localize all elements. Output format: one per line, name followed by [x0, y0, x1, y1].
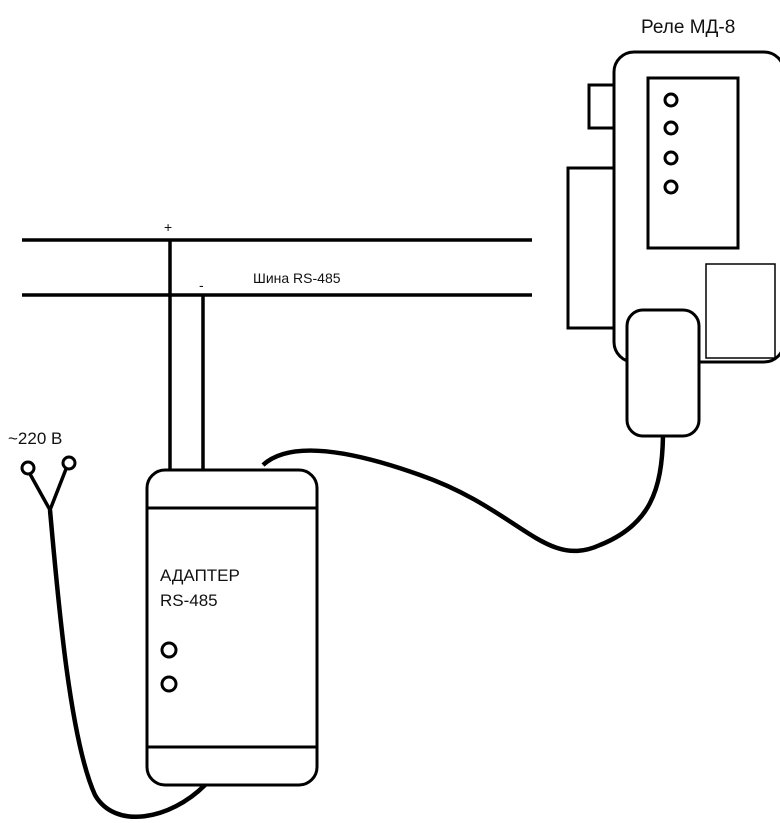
power-wire-left — [28, 473, 52, 511]
adapter-led-2 — [160, 675, 178, 693]
relay-led-1 — [663, 92, 679, 108]
relay-connector-plug — [625, 308, 701, 438]
plus-sign: + — [164, 219, 172, 235]
power-terminal-left — [20, 460, 36, 476]
power-terminal-right — [61, 455, 77, 471]
relay-window — [705, 263, 776, 359]
data-cable — [261, 435, 666, 554]
power-label: ~220 В — [8, 429, 62, 448]
adapter-subtitle: RS-485 — [160, 591, 218, 610]
relay-indicator-panel — [646, 76, 740, 250]
relay-title: Реле МД-8 — [641, 17, 735, 38]
bus-label: Шина RS-485 — [253, 270, 341, 286]
relay-side-block — [566, 166, 616, 330]
relay-led-2 — [663, 120, 679, 136]
relay-led-3 — [663, 150, 679, 166]
adapter-led-1 — [160, 641, 178, 659]
power-wire-right — [48, 468, 68, 511]
relay-top-tab — [587, 83, 616, 130]
adapter-title: АДАПТЕР — [160, 566, 240, 585]
power-cable — [47, 509, 207, 819]
relay-led-4 — [663, 179, 679, 195]
minus-sign: - — [199, 277, 204, 293]
adapter-body — [145, 468, 319, 787]
